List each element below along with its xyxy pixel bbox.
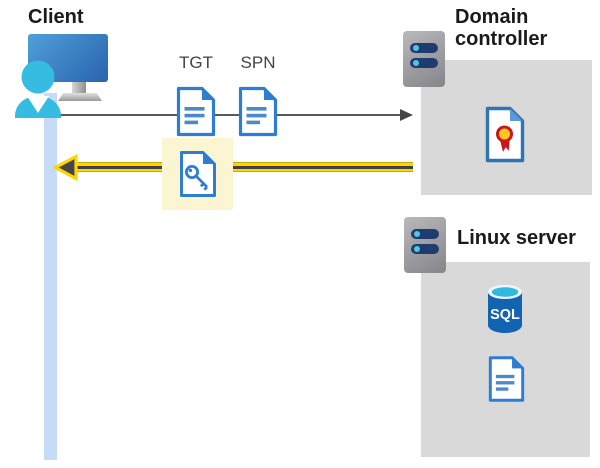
client-timeline-bar [44,93,57,460]
response-arrow-line [74,162,413,172]
tgt-document-icon [176,86,216,142]
keytab-document-icon [488,355,525,408]
domain-controller-label: Domain controller [455,6,548,50]
linux-server-label: Linux server [457,227,576,249]
tgt-label: TGT [179,53,213,72]
user-icon [12,60,66,123]
monitor-stand-neck [72,82,86,94]
domain-controller-server-icon [403,31,445,87]
response-arrowhead-icon [52,153,79,186]
monitor-stand-base [58,93,102,101]
key-document-icon [179,150,217,203]
spn-document-icon [238,86,278,142]
sql-database-icon: SQL [486,283,524,339]
request-arrow-line [60,114,402,116]
spn-label: SPN [240,53,276,72]
client-label: Client [28,6,84,28]
certificate-icon [485,106,525,168]
request-arrowhead-icon [400,109,413,121]
sql-icon-text: SQL [490,307,520,323]
linux-server-icon [404,217,446,273]
